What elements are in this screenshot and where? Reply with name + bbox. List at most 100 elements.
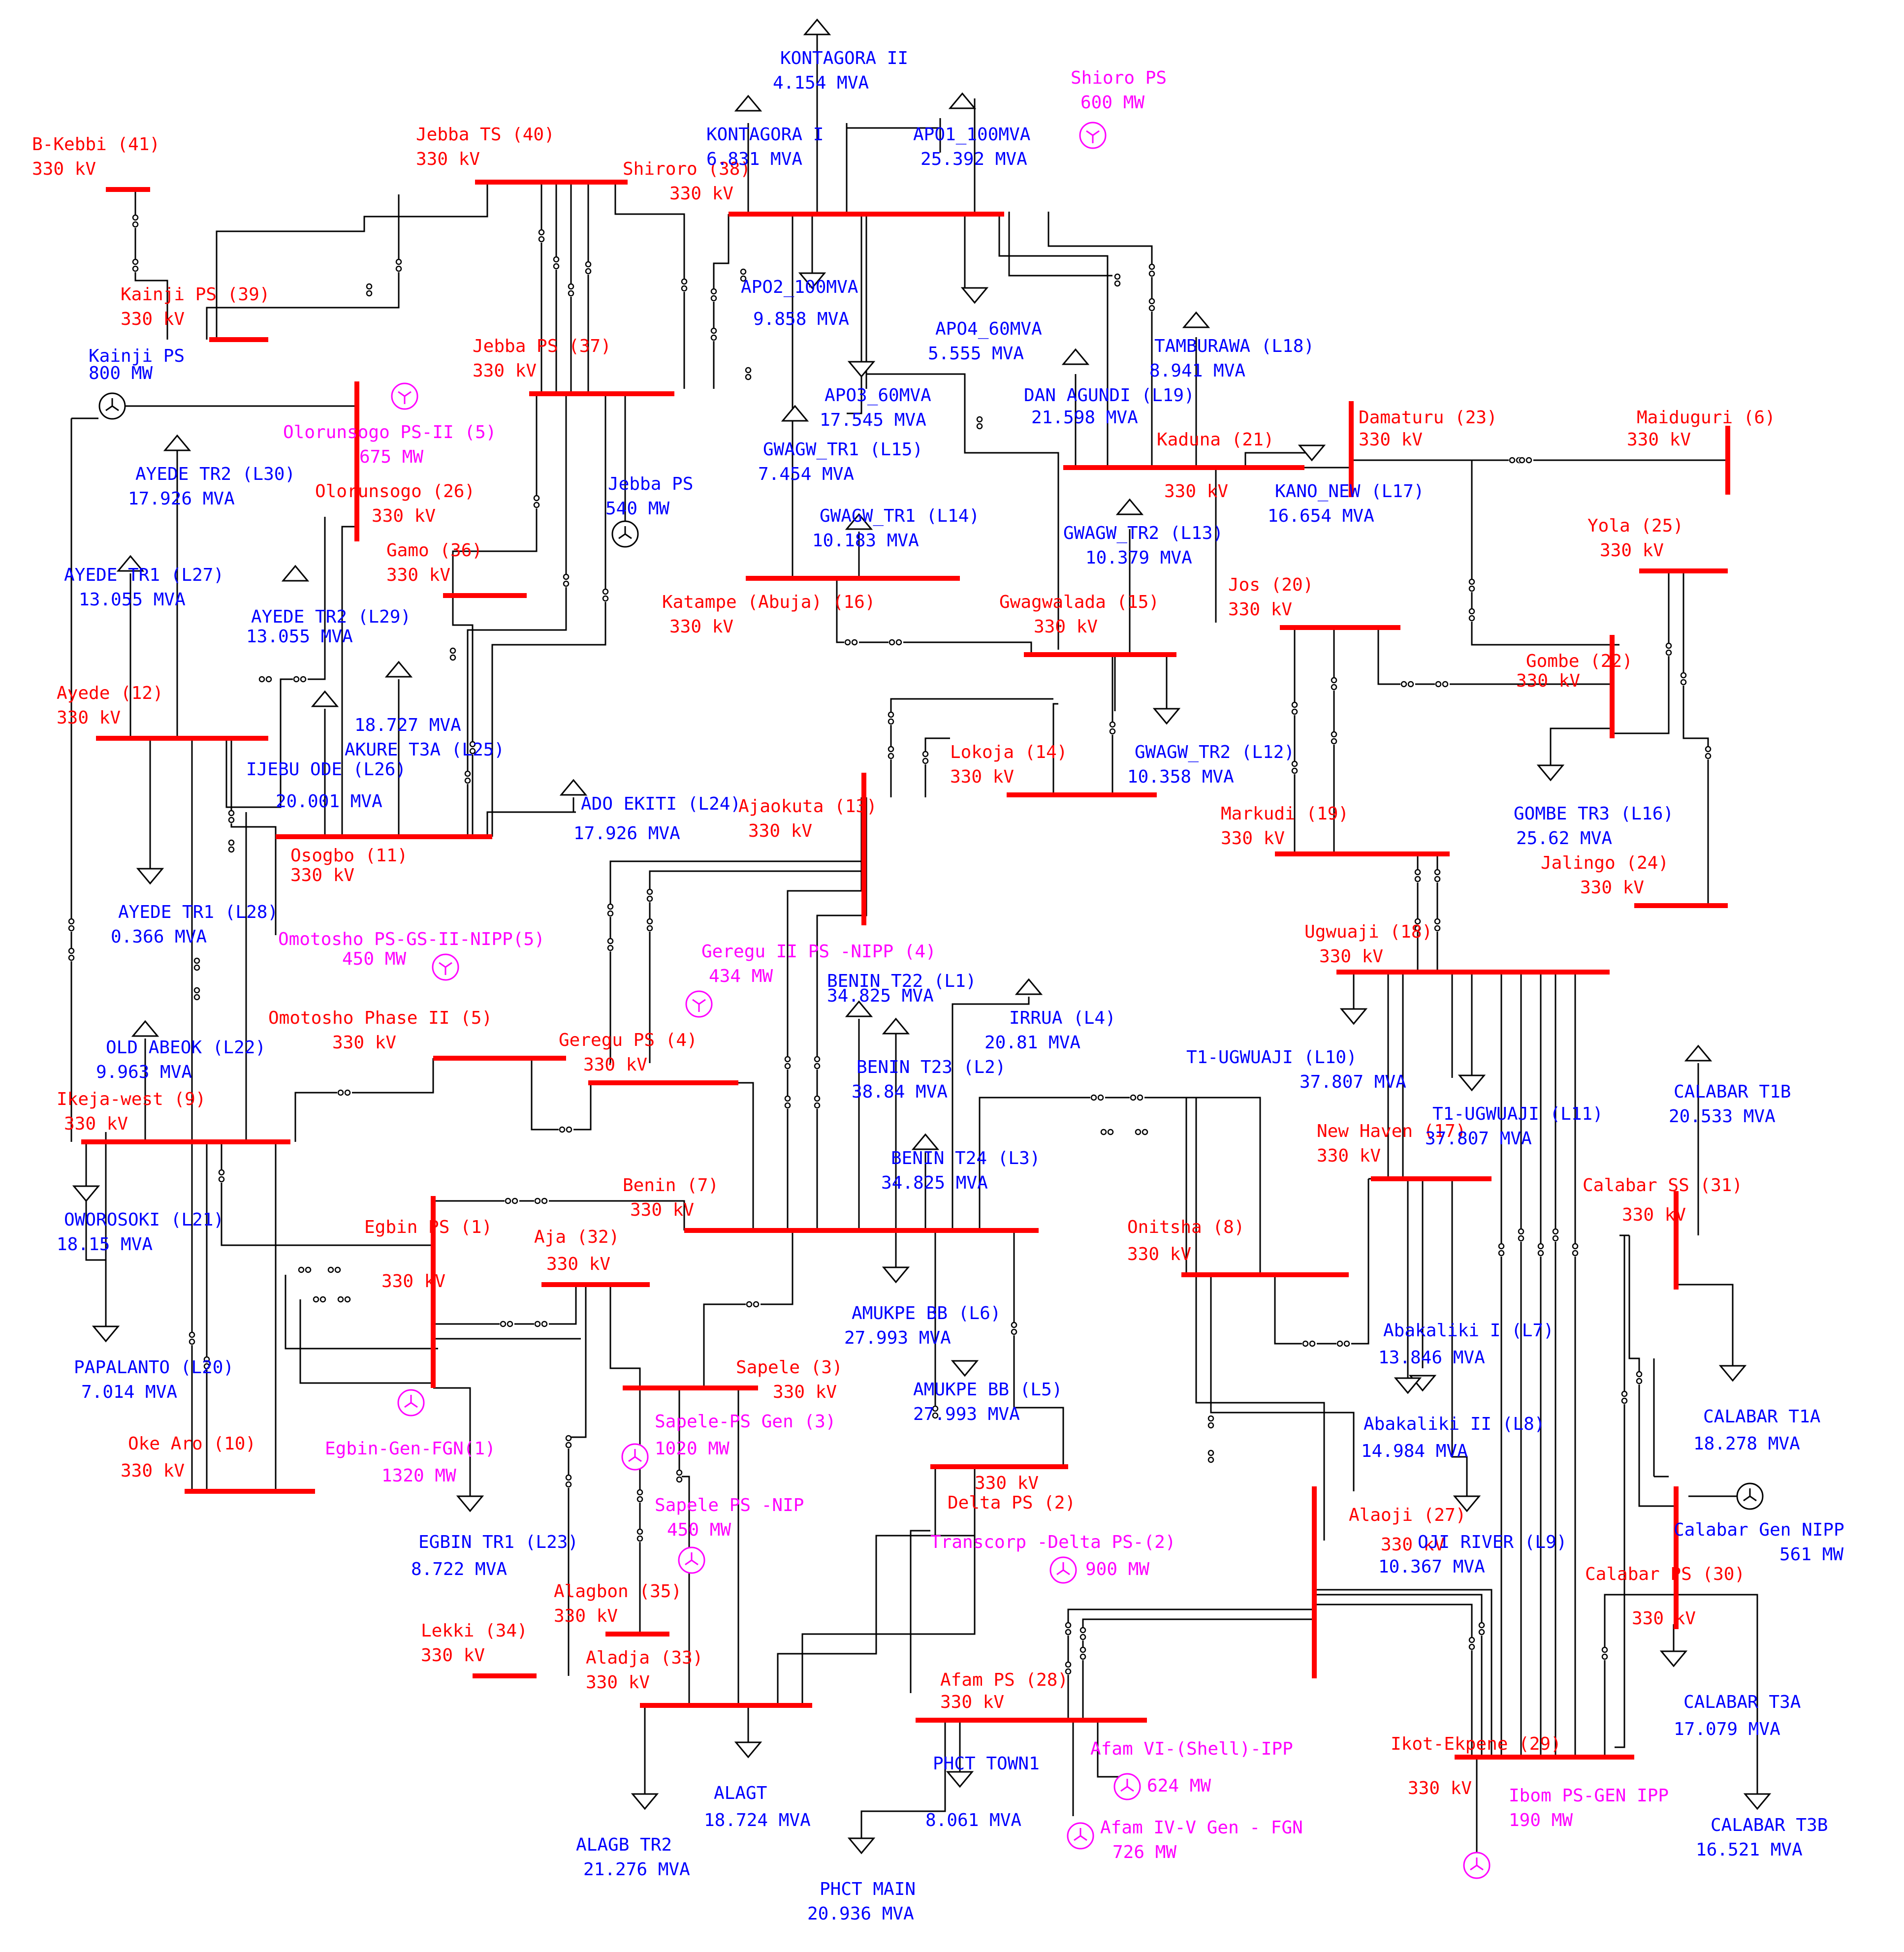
load-mva-label: 18.724 MVA: [704, 1810, 811, 1830]
load-name-label: CALABAR T1B: [1674, 1082, 1791, 1102]
breaker-icon: [646, 918, 653, 933]
generator-circle-icon[interactable]: [1079, 122, 1107, 149]
load-arrow-icon[interactable]: [960, 287, 989, 304]
load-arrow-icon[interactable]: [1115, 498, 1144, 515]
generator-circle-icon[interactable]: [98, 392, 126, 420]
load-mva-label: 20.533 MVA: [1669, 1106, 1776, 1127]
load-arrow-icon[interactable]: [911, 1133, 940, 1150]
bus-name-label: Ayede (12): [57, 683, 163, 703]
generator-mw-label: 450 MW: [667, 1520, 731, 1540]
breaker-icon: [292, 676, 309, 683]
load-arrow-icon[interactable]: [72, 1185, 100, 1202]
generator-mw-label: 1320 MW: [381, 1466, 456, 1486]
load-arrow-icon[interactable]: [116, 555, 145, 572]
generator-name-label: Kainji PS: [89, 346, 185, 366]
load-arrow-icon[interactable]: [734, 94, 762, 112]
load-arrow-icon[interactable]: [311, 690, 339, 707]
load-arrow-icon[interactable]: [559, 779, 588, 796]
breaker-icon: [1114, 273, 1121, 288]
generator-name-label: Geregu II PS -NIPP (4): [701, 942, 936, 962]
bus-kv-label: 330 kV: [121, 1461, 185, 1481]
load-mva-label: 38.84 MVA: [852, 1082, 948, 1102]
breaker-icon: [636, 1489, 643, 1504]
bus-kv-label: 330 kV: [1381, 1535, 1445, 1555]
bus-kv-label: 330 kV: [1359, 430, 1423, 450]
load-arrow-icon[interactable]: [163, 434, 191, 451]
load-arrow-icon[interactable]: [1453, 1495, 1481, 1512]
load-arrow-icon[interactable]: [882, 1017, 910, 1035]
load-mva-label: 10.379 MVA: [1085, 548, 1192, 568]
generator-circle-icon[interactable]: [1049, 1556, 1077, 1584]
load-arrow-icon[interactable]: [845, 1000, 873, 1017]
breaker-icon: [132, 258, 139, 273]
bus-labels: B-Kebbi (41) 330 kV Jebba TS (40) 330 kV…: [32, 125, 1776, 1798]
breaker-icon: [565, 1474, 572, 1489]
generator-circle-icon[interactable]: [1113, 1773, 1141, 1800]
load-arrow-icon[interactable]: [951, 1360, 979, 1377]
load-arrow-icon[interactable]: [384, 661, 413, 678]
load-arrow-icon[interactable]: [281, 565, 310, 582]
breaker-icon: [1498, 1243, 1505, 1258]
generator-mw-label: 540 MW: [605, 499, 669, 519]
load-arrow-icon[interactable]: [845, 513, 873, 530]
load-arrow-icon[interactable]: [92, 1325, 120, 1343]
breaker-icon: [1518, 457, 1534, 464]
load-arrow-icon[interactable]: [136, 868, 164, 885]
generator-circle-icon[interactable]: [1736, 1482, 1764, 1510]
load-arrow-icon[interactable]: [946, 1771, 974, 1788]
load-arrow-icon[interactable]: [1182, 311, 1210, 328]
load-mva-label: 13.846 MVA: [1378, 1348, 1485, 1368]
breaker-icon: [1291, 701, 1298, 716]
breaker-icon: [1331, 677, 1337, 692]
bus-kv-label: 330 kV: [1622, 1205, 1686, 1225]
load-arrow-icon[interactable]: [1684, 1044, 1713, 1062]
bus-kv-label: 330 kV: [1632, 1608, 1696, 1629]
load-arrow-icon[interactable]: [1298, 444, 1326, 462]
generator-circle-icon[interactable]: [621, 1443, 649, 1471]
load-arrow-icon[interactable]: [734, 1741, 762, 1759]
generator-circle-icon[interactable]: [678, 1546, 705, 1574]
load-arrow-icon[interactable]: [798, 272, 826, 289]
load-arrow-icon[interactable]: [631, 1793, 659, 1810]
breaker-icon: [1148, 263, 1155, 278]
load-arrow-icon[interactable]: [1015, 978, 1043, 995]
load-arrow-icon[interactable]: [1536, 764, 1565, 782]
load-mva-label: 17.079 MVA: [1674, 1719, 1780, 1739]
bus-name-label: Olorunsogo (26): [315, 481, 475, 502]
load-arrow-icon[interactable]: [1394, 1377, 1422, 1394]
load-arrow-icon[interactable]: [1718, 1365, 1747, 1382]
generator-circle-icon[interactable]: [391, 382, 418, 410]
load-arrow-icon[interactable]: [948, 92, 977, 109]
load-arrow-icon[interactable]: [1458, 1074, 1486, 1092]
breaker-icon: [681, 278, 688, 293]
generator-circle-icon[interactable]: [1463, 1852, 1491, 1879]
load-arrow-icon[interactable]: [847, 361, 876, 378]
bus-kv-label: 330 kV: [1408, 1778, 1472, 1798]
load-arrow-icon[interactable]: [847, 1837, 876, 1855]
bus-kv-label: 330 kV: [586, 1672, 650, 1693]
breaker-icon: [366, 283, 373, 298]
breaker-icon: [1065, 1622, 1072, 1637]
generator-circle-icon[interactable]: [432, 953, 459, 981]
load-arrow-icon[interactable]: [882, 1266, 910, 1284]
load-arrow-icon[interactable]: [1339, 1008, 1368, 1025]
breaker-icon: [1468, 608, 1475, 623]
generator-mw-label: 726 MW: [1112, 1842, 1176, 1862]
load-arrow-icon[interactable]: [803, 18, 831, 35]
load-arrow-icon[interactable]: [1061, 348, 1090, 365]
generator-circle-icon[interactable]: [397, 1389, 425, 1417]
load-arrow-icon[interactable]: [1659, 1650, 1688, 1668]
load-arrow-icon[interactable]: [1743, 1793, 1772, 1810]
load-arrow-icon[interactable]: [131, 1020, 159, 1037]
generator-circle-icon[interactable]: [1067, 1822, 1094, 1850]
generator-circle-icon[interactable]: [685, 990, 713, 1018]
load-arrow-icon[interactable]: [781, 405, 809, 422]
bus-kv-label: 330 kV: [416, 149, 480, 169]
load-name-label: AYEDE TR2 (L29): [251, 607, 411, 627]
generator-circle-icon[interactable]: [611, 520, 639, 548]
load-arrow-icon[interactable]: [1152, 708, 1181, 725]
load-name-label: DAN AGUNDI (L19): [1024, 385, 1195, 406]
load-arrow-icon[interactable]: [456, 1495, 484, 1512]
bus-name-label: Markudi (19): [1221, 804, 1349, 824]
